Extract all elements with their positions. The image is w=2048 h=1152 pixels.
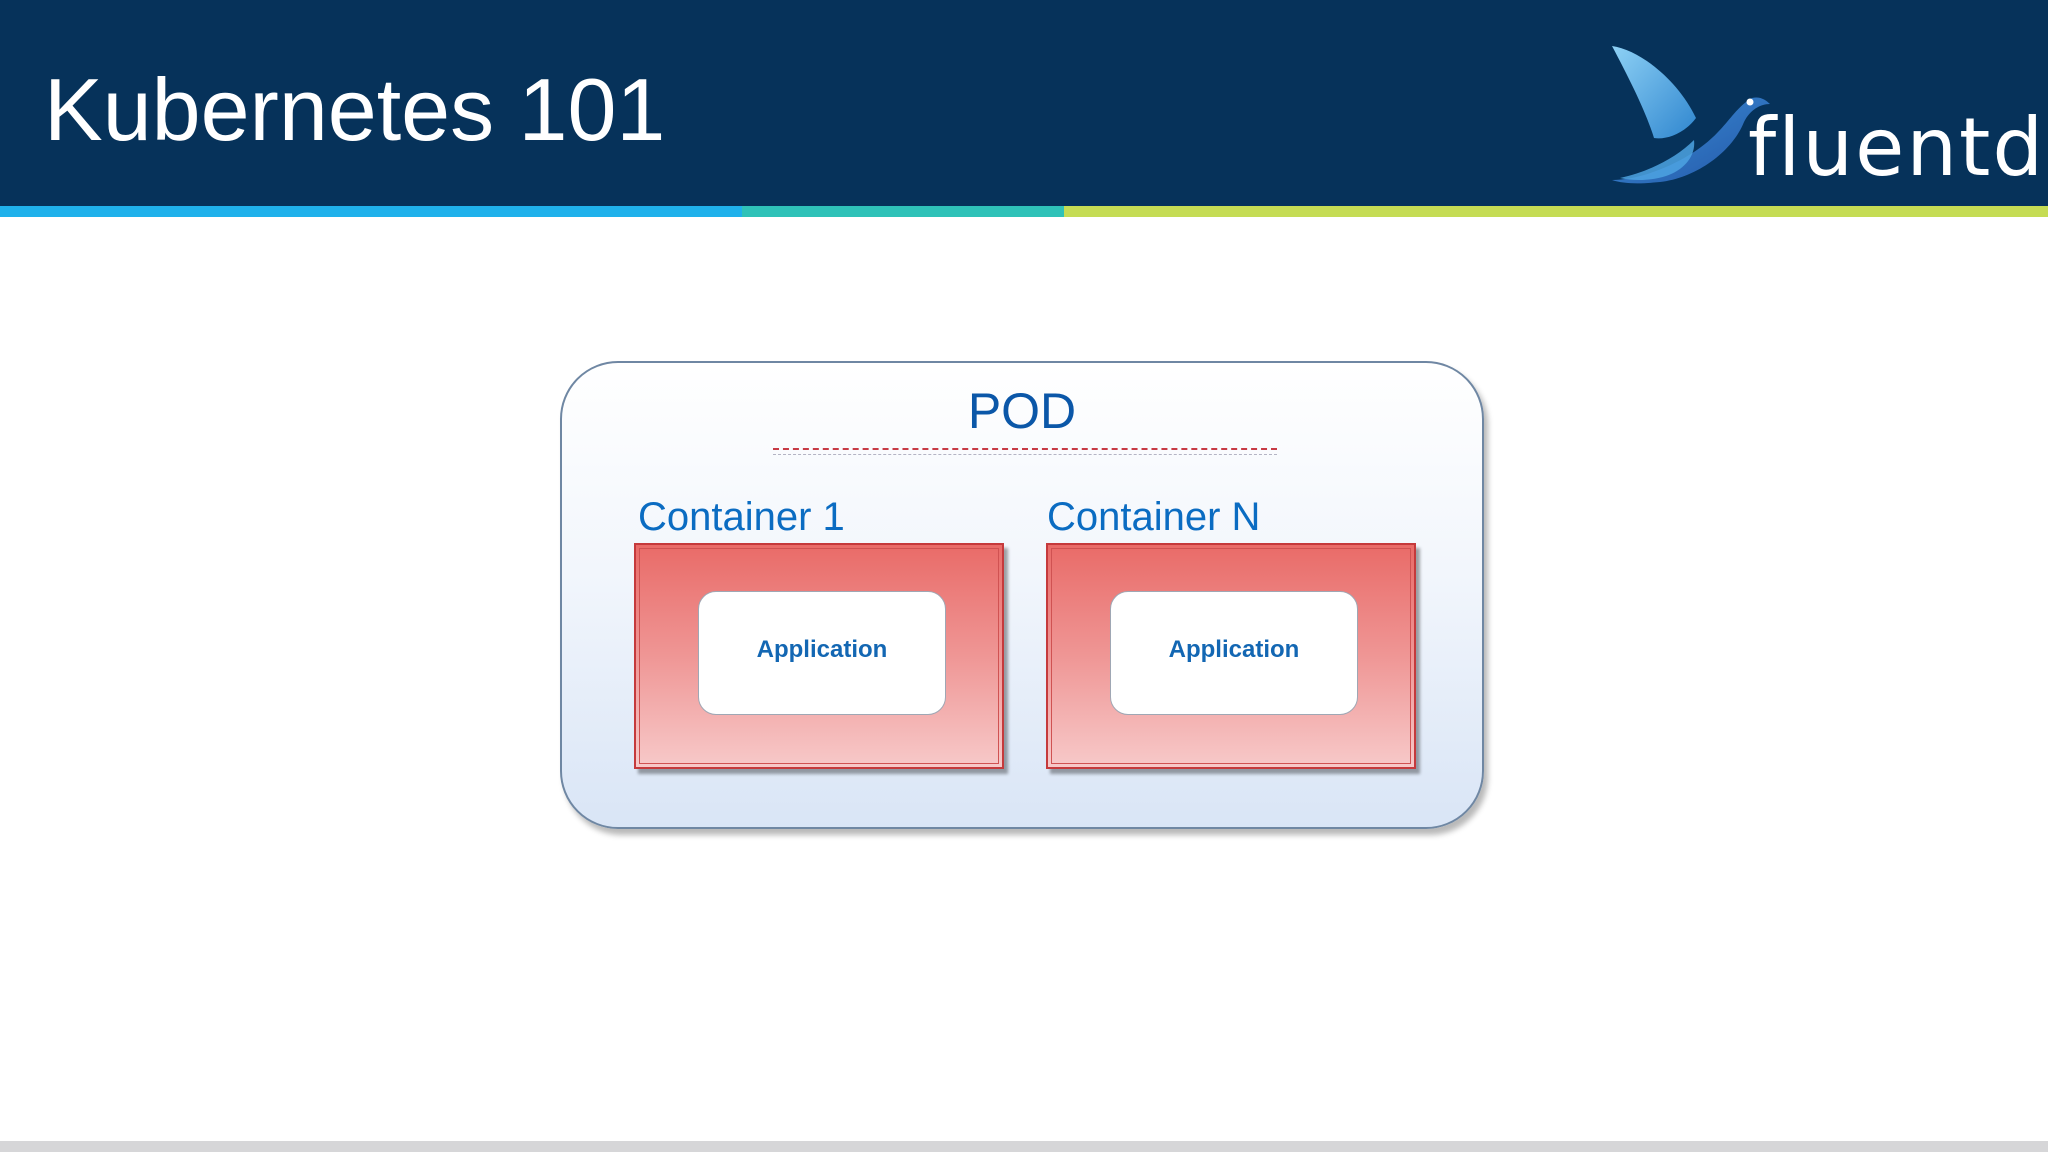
application-label-n: Application <box>1168 636 1300 663</box>
accent-bar-teal <box>742 206 1064 217</box>
pod-box: POD Container 1 Application Container N … <box>560 361 1484 829</box>
bottom-bar <box>0 1141 2048 1152</box>
container-label-1: Container 1 <box>638 495 845 539</box>
application-box-n: Application <box>1110 591 1358 715</box>
container-box-n: Application <box>1046 543 1416 769</box>
container-label-n: Container N <box>1047 495 1261 539</box>
bird-icon <box>1612 46 1770 184</box>
container-box-1: Application <box>634 543 1004 769</box>
fluentd-logo: fluentd <box>1600 40 2043 194</box>
pod-label: POD <box>967 383 1077 439</box>
accent-bar-green <box>1064 206 2048 217</box>
pod-divider <box>773 448 1277 450</box>
slide-title: Kubernetes 101 <box>44 60 666 159</box>
application-box-1: Application <box>698 591 946 715</box>
logo-wordmark: fluentd <box>1748 101 2046 194</box>
pod-divider-shadow <box>773 454 1277 455</box>
application-label-1: Application <box>756 636 888 663</box>
slide-header: Kubernetes 101 fluentd <box>0 0 2048 206</box>
accent-bar-blue <box>0 206 742 217</box>
